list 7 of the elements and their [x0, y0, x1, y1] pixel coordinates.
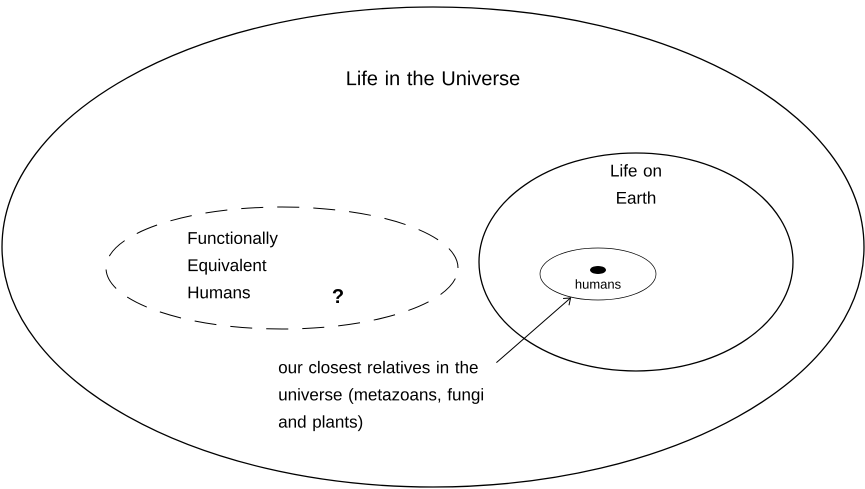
set-label: Functionally Equivalent Humans	[188, 232, 278, 298]
set-label: Life in the Universe	[347, 70, 520, 86]
question-mark: ?	[332, 289, 343, 303]
set-label: Life on Earth	[611, 164, 661, 204]
set-label: humans	[576, 279, 621, 289]
arrow	[496, 297, 572, 364]
caption-text: our closest relatives in the universe (metazoans, fungi and plants)	[278, 360, 484, 432]
